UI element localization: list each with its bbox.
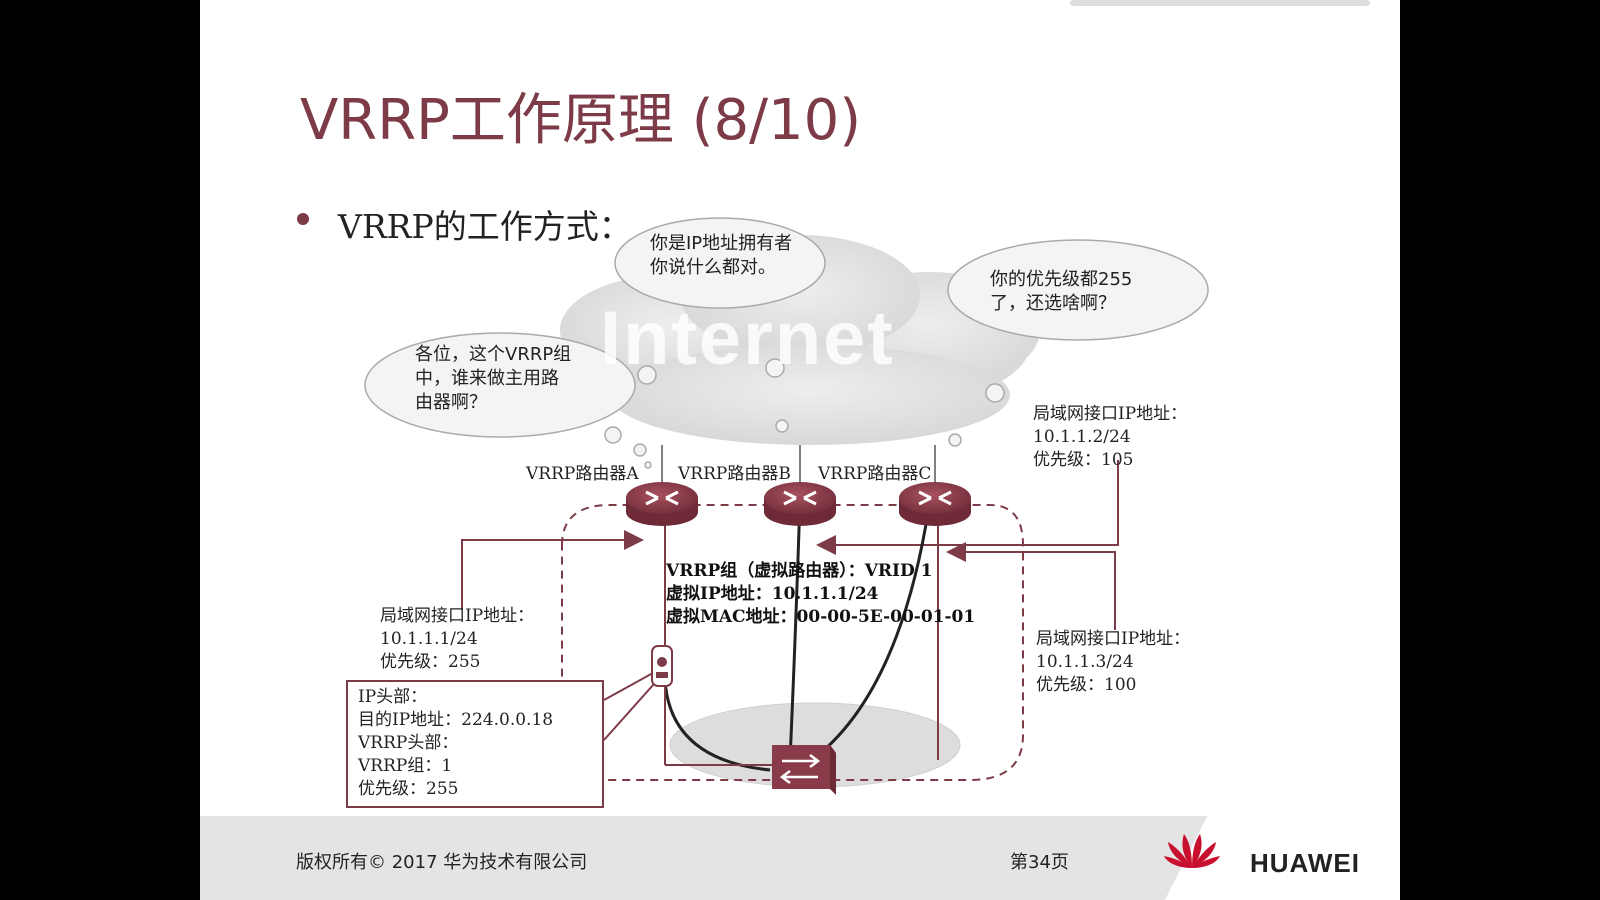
bubble-right-line: 你的优先级都255 <box>990 269 1133 290</box>
internet-label: Internet <box>600 296 895 381</box>
scroll-indicator[interactable] <box>1070 0 1370 6</box>
vrrp-diagram <box>364 217 1209 795</box>
router-icon[interactable] <box>899 482 971 526</box>
page-title: VRRP工作原理 (8/10) <box>300 88 862 153</box>
packet-line: IP头部： <box>358 687 428 707</box>
vrrp-group-line: 虚拟IP地址：10.1.1.1/24 <box>666 584 879 604</box>
bubble-left-line: 由器啊？ <box>415 392 487 413</box>
lan-c-info: 局域网接口IP地址： 10.1.1.3/24 优先级：100 <box>1036 628 1190 697</box>
lan-b-info: 局域网接口IP地址： 10.1.1.2/24 优先级：105 <box>1033 403 1187 472</box>
packet-line: 目的IP地址：224.0.0.18 <box>358 710 554 730</box>
packet-line: 优先级：255 <box>358 779 459 799</box>
lan-a-title: 局域网接口IP地址： <box>380 606 535 626</box>
bullet-text: VRRP的工作方式： <box>338 207 632 246</box>
bubble-right: 你的优先级都255 了，还选啥啊？ <box>990 268 1132 316</box>
bubble-center: 你是IP地址拥有者 你说什么都对。 <box>650 232 792 280</box>
switch-icon[interactable] <box>772 745 836 795</box>
packet-info-box: IP头部： 目的IP地址：224.0.0.18 VRRP头部： VRRP组：1 … <box>346 680 604 808</box>
packet-line: VRRP头部： <box>358 733 459 753</box>
router-c-label: VRRP路由器C <box>818 464 932 484</box>
router-a-label: VRRP路由器A <box>526 464 639 484</box>
lan-c-title: 局域网接口IP地址： <box>1036 629 1191 649</box>
vrrp-group-info: VRRP组（虚拟路由器）：VRID 1 虚拟IP地址：10.1.1.1/24 虚… <box>666 560 975 629</box>
router-icon[interactable] <box>626 482 698 526</box>
huawei-logo-text: HUAWEI <box>1250 848 1360 878</box>
bubble-left-line: 中，谁来做主用路 <box>415 368 559 389</box>
packet-line: VRRP组：1 <box>358 756 453 776</box>
router-icon[interactable] <box>764 482 836 526</box>
packet-icon <box>651 645 673 687</box>
lan-a-ip: 10.1.1.1/24 <box>380 629 478 649</box>
bubble-right-line: 了，还选啥啊？ <box>990 293 1116 314</box>
slide: VRRP工作原理 (8/10) VRRP的工作方式： <box>200 0 1400 900</box>
huawei-logo-icon <box>1164 834 1220 868</box>
lan-a-info: 局域网接口IP地址： 10.1.1.1/24 优先级：255 <box>380 605 534 674</box>
lan-b-priority: 优先级：105 <box>1033 450 1134 470</box>
vrrp-group-line: 虚拟MAC地址：00-00-5E-00-01-01 <box>666 607 976 627</box>
bubble-left-line: 各位，这个VRRP组 <box>415 344 572 365</box>
bubble-center-line: 你说什么都对。 <box>650 257 776 278</box>
lan-b-title: 局域网接口IP地址： <box>1033 404 1188 424</box>
thought-bubble-icon <box>364 217 1209 469</box>
page-number: 第34页 <box>1010 852 1069 873</box>
vrrp-group-line: VRRP组（虚拟路由器）：VRID 1 <box>666 561 933 581</box>
bubble-center-line: 你是IP地址拥有者 <box>650 233 793 254</box>
lan-b-ip: 10.1.1.2/24 <box>1033 427 1131 447</box>
copyright-text: 版权所有© 2017 华为技术有限公司 <box>296 852 588 873</box>
bubble-left: 各位，这个VRRP组 中，谁来做主用路 由器啊？ <box>415 343 571 415</box>
bullet-dot <box>297 213 309 225</box>
lan-a-priority: 优先级：255 <box>380 652 481 672</box>
router-b-label: VRRP路由器B <box>678 464 791 484</box>
lan-c-ip: 10.1.1.3/24 <box>1036 652 1134 672</box>
lan-c-priority: 优先级：100 <box>1036 675 1137 695</box>
